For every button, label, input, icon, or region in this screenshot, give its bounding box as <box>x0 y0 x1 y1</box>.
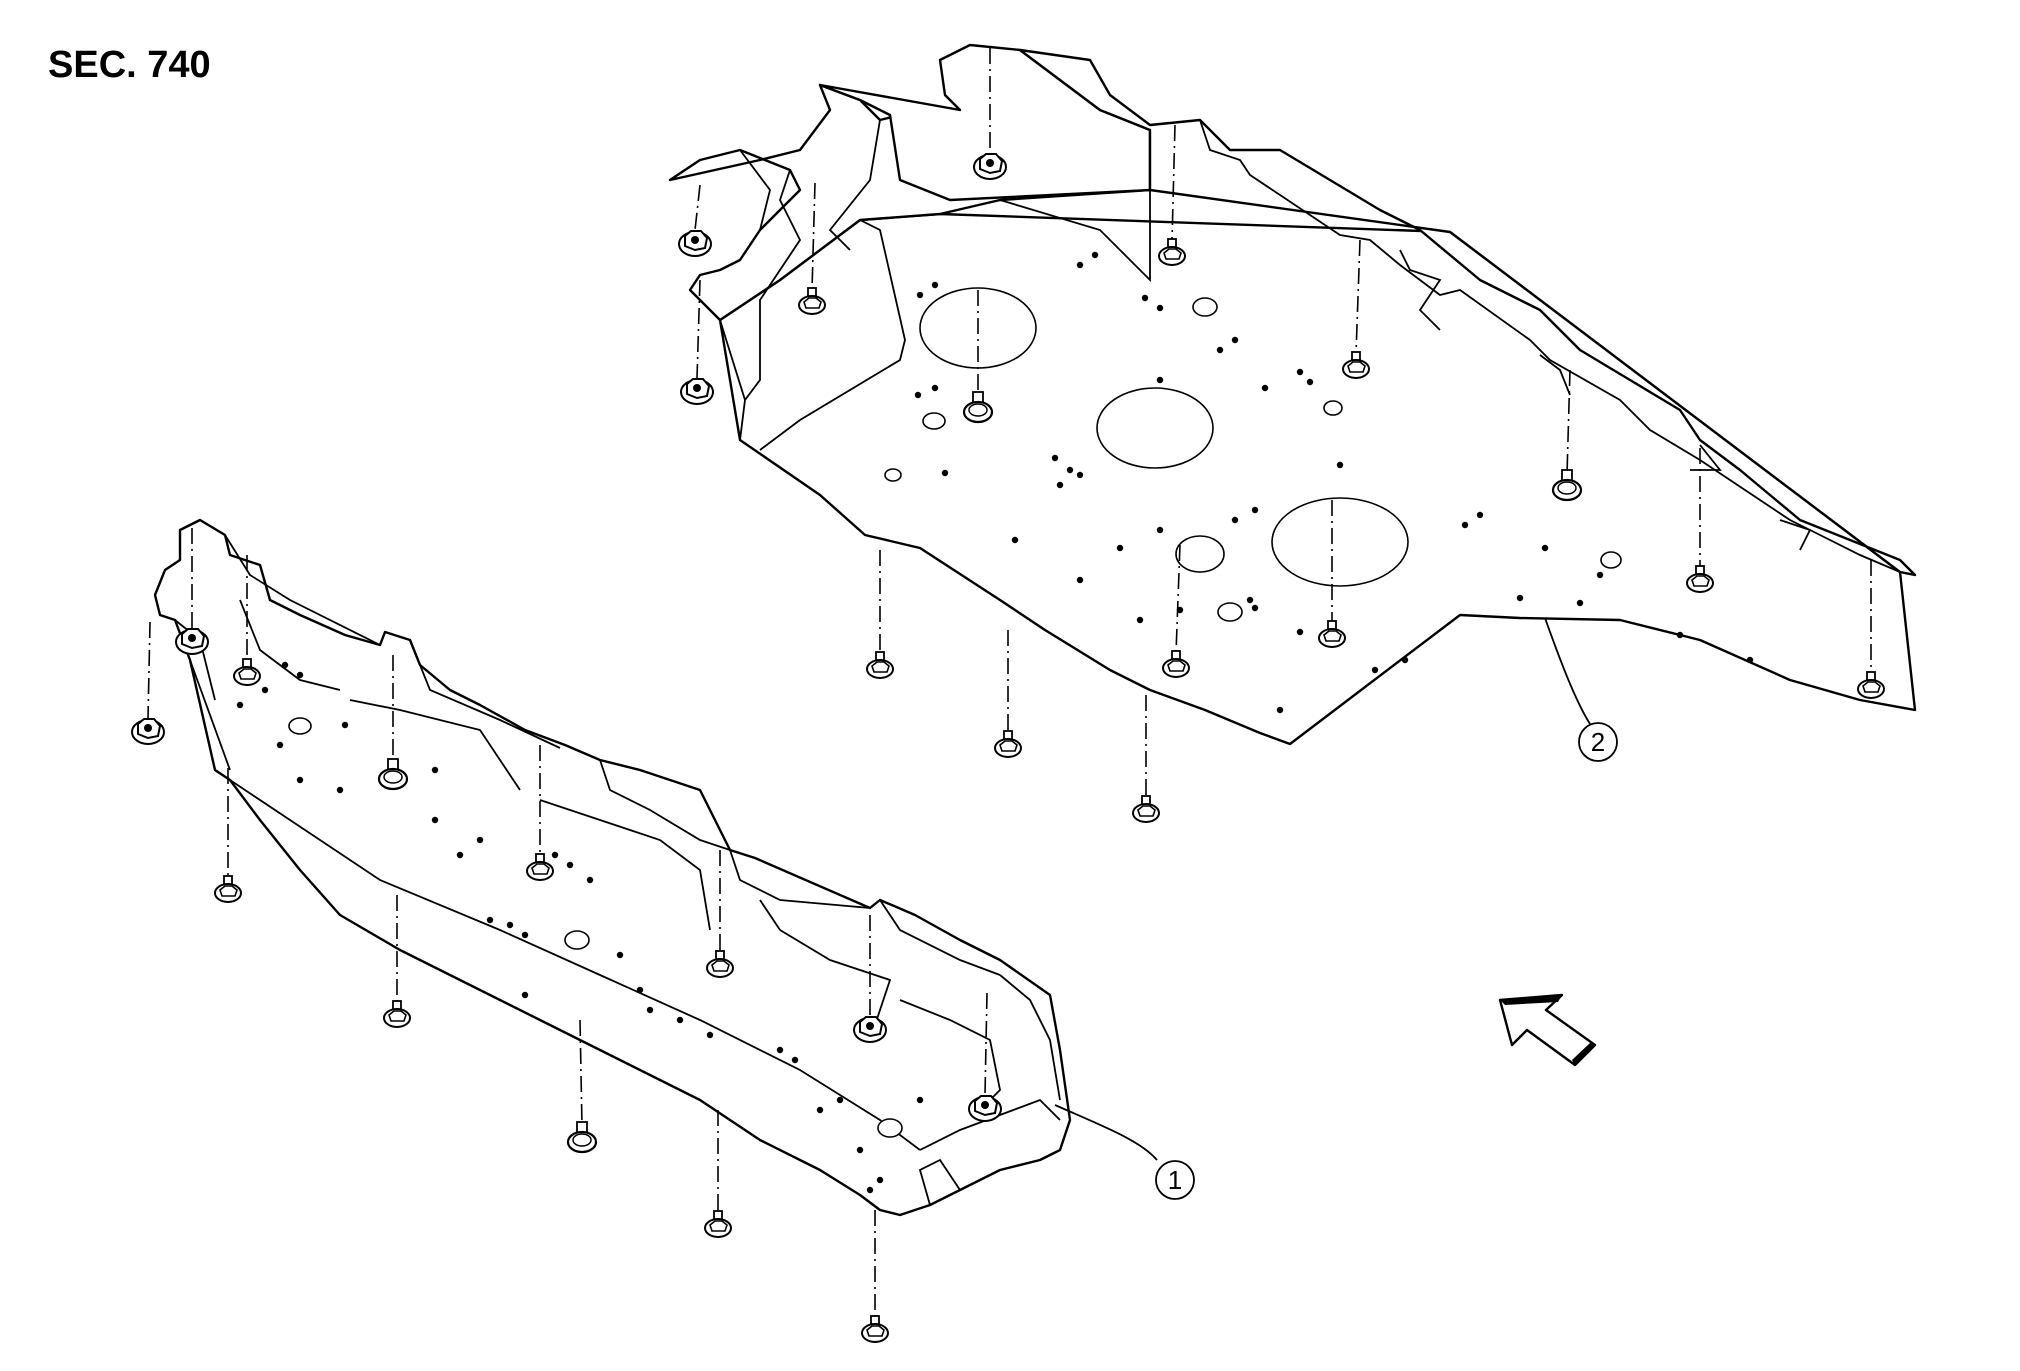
bolt-icon <box>526 745 554 881</box>
nut-icon <box>131 621 165 745</box>
bolt-icon <box>383 895 411 1028</box>
bolt-icon <box>1686 448 1714 593</box>
bolt-icon <box>861 1210 889 1343</box>
nut-icon <box>973 48 1007 180</box>
bolt-icon <box>1318 500 1346 648</box>
callout-1-label: 1 <box>1168 1165 1182 1195</box>
callout-2-label: 2 <box>1591 727 1605 757</box>
bolt-icon <box>1158 124 1186 266</box>
bolt-icon <box>1132 695 1160 823</box>
front-direction-arrow-icon <box>1498 993 1597 1067</box>
clip-icon <box>377 655 409 791</box>
nut-icon <box>175 528 209 655</box>
bolt-icon <box>233 555 261 686</box>
bolt-icon <box>994 630 1022 758</box>
bolt-icon <box>1857 560 1885 699</box>
callout-2: 2 <box>1578 722 1618 762</box>
bolt-icon <box>1342 239 1370 379</box>
nut-icon <box>678 184 712 257</box>
fasteners <box>131 48 1885 1343</box>
callout-1: 1 <box>1155 1160 1195 1200</box>
section-label: SEC. 740 <box>48 44 211 86</box>
nut-icon <box>853 915 887 1043</box>
bolt-icon <box>798 182 826 315</box>
bolt-icon <box>866 550 894 679</box>
clip-icon <box>1551 369 1583 502</box>
nut-icon <box>968 992 1002 1122</box>
front-under-cover <box>153 518 1072 1217</box>
clip-icon <box>962 290 994 424</box>
bolt-icon <box>706 850 734 978</box>
nut-icon <box>680 279 714 405</box>
bolt-icon <box>704 1110 732 1238</box>
callout-leader-2 <box>1544 617 1591 725</box>
clip-icon <box>566 1019 598 1154</box>
bolt-icon <box>214 768 242 903</box>
callout-leader-1 <box>1054 1104 1158 1161</box>
rear-under-cover <box>668 43 1917 746</box>
bolt-icon <box>1162 544 1190 678</box>
